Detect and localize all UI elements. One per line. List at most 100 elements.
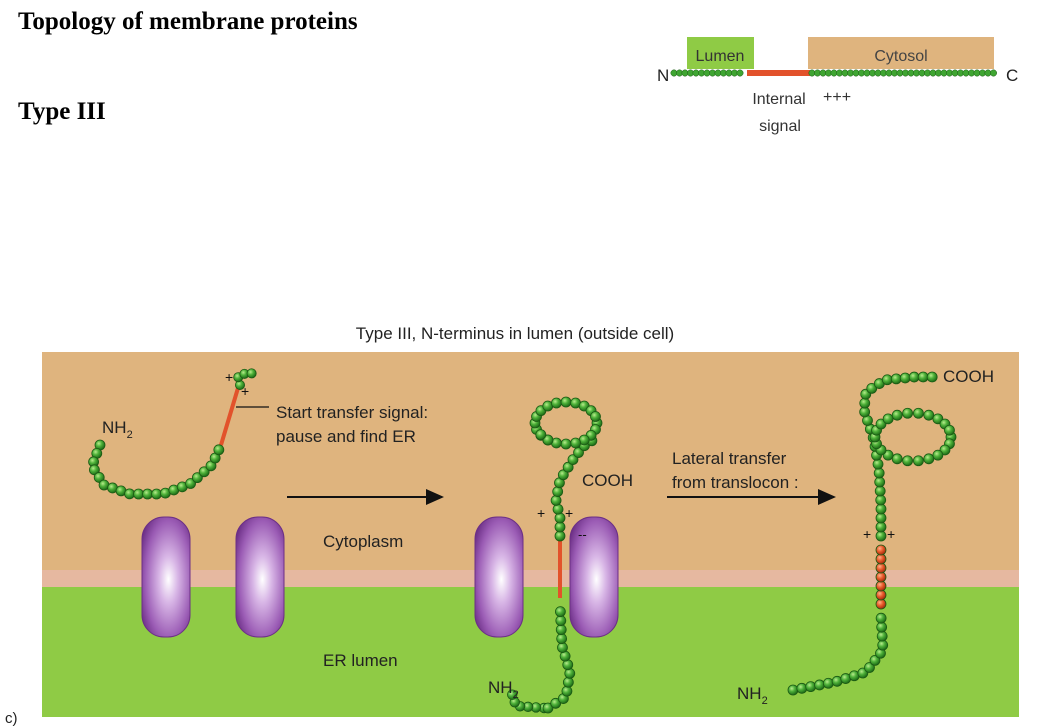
chain-bead (875, 530, 887, 542)
chain-bead (556, 633, 568, 645)
chain-bead (562, 676, 574, 688)
chain-bead-red (875, 589, 887, 601)
chain-bead (133, 488, 144, 500)
chain-bead (557, 469, 569, 481)
chain-bead (552, 503, 564, 515)
inset-cytosol-label: Cytosol (874, 48, 927, 65)
chain-bead (246, 368, 257, 379)
chain-bead (796, 682, 808, 694)
chain-bead (805, 681, 817, 693)
minus-label: -- (578, 527, 587, 542)
chain-bead (551, 397, 562, 409)
chain-bead (874, 485, 886, 497)
chain-bead (550, 697, 562, 709)
chain-bead (567, 454, 579, 466)
nh2-label-2: NH2 (488, 678, 519, 701)
inset-internal-signal (747, 70, 810, 76)
signal-segment-1 (219, 387, 240, 446)
chain-bead (561, 685, 573, 697)
inset-chain (670, 69, 997, 77)
chain-bead (555, 606, 566, 618)
chain-bead (902, 407, 913, 419)
chain-bead (557, 642, 568, 653)
chain-bead (185, 478, 196, 489)
chain-bead (908, 371, 920, 383)
chain-bead (875, 503, 887, 515)
chain-bead-red (875, 562, 887, 574)
chain-bead (932, 449, 944, 461)
chain-bead-red (875, 580, 887, 592)
cytoplasm-label: Cytoplasm (323, 532, 403, 551)
chain-bead (875, 521, 887, 533)
chain-bead (787, 684, 799, 696)
chain-bead (876, 621, 888, 633)
chain-bead (213, 444, 225, 456)
nh2-label-3: NH2 (737, 684, 768, 707)
plus-1a: + (225, 369, 233, 385)
chain-bead (926, 371, 938, 383)
chain-bead-red (875, 553, 887, 565)
chain-bead (913, 407, 924, 419)
chain-bead (822, 677, 834, 689)
plus-3a: + (863, 526, 871, 542)
chain-bead (866, 382, 878, 394)
inset-internal-label: Internal (752, 91, 805, 108)
chain-layer (88, 368, 957, 714)
plus-2a: + (537, 505, 545, 521)
chain-bead (552, 486, 564, 498)
inset-signal-label: signal (759, 118, 801, 135)
chain-bead (869, 654, 881, 666)
chain-bead (814, 679, 825, 691)
inset-lumen-box (687, 37, 754, 69)
chain-bead (917, 371, 929, 383)
chain-bead (507, 689, 518, 700)
plus-1b: + (241, 383, 249, 399)
chain-bead (902, 455, 913, 467)
inset-bead (736, 69, 744, 77)
chain-bead (882, 413, 894, 425)
inset-c-label: C (1006, 66, 1018, 85)
chain-bead (573, 447, 584, 458)
inset-n-label: N (657, 66, 669, 85)
chain-bead (875, 494, 887, 506)
chain-bead (554, 512, 566, 524)
chain-bead (923, 453, 935, 465)
translocon-mid-a (474, 516, 524, 638)
chain-bead (142, 488, 153, 500)
chain-bead (562, 461, 574, 473)
translocon-left-a (141, 516, 191, 638)
chain-bead (876, 630, 888, 642)
cooh-label-1: COOH (582, 471, 633, 490)
chain-bead (872, 458, 884, 470)
cooh-label-2: COOH (943, 367, 994, 386)
chain-bead (874, 476, 886, 488)
chain-bead (555, 615, 567, 627)
slide-title: Topology of membrane proteins (18, 8, 358, 35)
chain-bead (864, 662, 875, 673)
chain-bead (590, 411, 601, 422)
chain-bead (151, 488, 162, 500)
chain-bead (542, 702, 554, 714)
chain-bead (93, 472, 105, 483)
chain-bead (859, 397, 871, 409)
chain-bead (560, 438, 572, 450)
translocon-left-b (235, 516, 285, 638)
chain-bead (560, 396, 572, 408)
chain-bead (124, 488, 135, 500)
lateral-line2: from translocon : (672, 473, 799, 492)
start-signal-line1: Start transfer signal: (276, 403, 428, 422)
chain-bead (891, 409, 903, 421)
chain-bead (198, 466, 210, 478)
chain-bead (891, 453, 903, 465)
chain-bead (89, 464, 100, 476)
inset-charges: +++ (823, 89, 851, 106)
chain-bead (554, 521, 566, 533)
slide-subtitle: Type III (18, 98, 106, 125)
chain-bead (881, 374, 893, 386)
panel-label: c) (5, 710, 18, 727)
chain-bead (899, 372, 911, 384)
start-signal-line2: pause and find ER (276, 427, 416, 446)
chain-bead (944, 424, 955, 436)
er-lumen-region (42, 587, 1019, 717)
inset-lumen-label: Lumen (696, 48, 745, 65)
